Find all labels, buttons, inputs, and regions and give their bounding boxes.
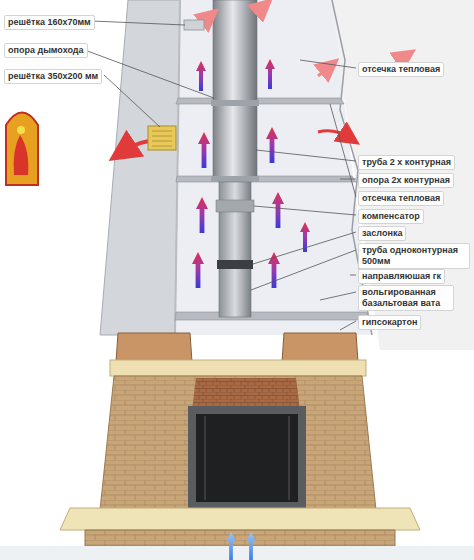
part-label: компенсатор bbox=[358, 209, 424, 224]
fireplace-base-part bbox=[100, 376, 376, 510]
hearth-part bbox=[85, 530, 395, 546]
wooden-beams-part bbox=[282, 333, 358, 362]
leader-lines-part bbox=[104, 75, 160, 127]
outflow-arrows bbox=[122, 6, 406, 152]
decor-icon-part bbox=[14, 135, 29, 175]
heat-cutoff-plates-part bbox=[176, 98, 344, 104]
outflow-arrows-part bbox=[255, 6, 264, 14]
decor-icon-part bbox=[6, 113, 38, 186]
part-label: опора дымохода bbox=[4, 43, 88, 58]
vent-grille bbox=[148, 20, 204, 150]
decor-icon bbox=[6, 113, 38, 186]
heat-flow-arrows-part bbox=[266, 127, 278, 163]
heat-cutoff-plates-part bbox=[176, 176, 356, 182]
chimney-casing-part bbox=[175, 0, 180, 335]
chimney-pipe-part bbox=[211, 176, 259, 182]
chimney-casing-part bbox=[100, 0, 180, 335]
fireplace-base-part bbox=[205, 416, 289, 500]
heat-flow-arrows-part bbox=[192, 252, 204, 288]
wooden-beams bbox=[116, 333, 358, 362]
hearth-part bbox=[0, 546, 474, 560]
air-inflow-arrows-part bbox=[246, 532, 255, 560]
chimney-pipe bbox=[211, 0, 259, 317]
decor-icon-part bbox=[17, 126, 25, 134]
chimney-casing-part bbox=[175, 0, 372, 335]
part-label: отсечка тепловая bbox=[358, 62, 444, 77]
heat-flow-arrows-part bbox=[272, 192, 284, 228]
chimney-pipe-part bbox=[217, 260, 253, 269]
heat-cutoff-plates-part bbox=[175, 312, 370, 320]
leader-lines-part bbox=[256, 150, 356, 161]
leader-lines-part bbox=[253, 232, 356, 264]
heat-flow-arrows-part bbox=[198, 132, 210, 168]
part-label: труба 2 х контурная bbox=[358, 155, 455, 170]
leader-lines bbox=[82, 21, 356, 330]
air-inflow-arrows bbox=[226, 532, 255, 560]
heat-flow-arrows-part bbox=[265, 59, 275, 89]
fireplace-base-part bbox=[188, 406, 306, 508]
fireplace-base-part bbox=[192, 378, 300, 410]
leader-lines-part bbox=[251, 250, 356, 290]
part-label: опора 2х контурная bbox=[358, 173, 454, 188]
leader-lines-part bbox=[350, 275, 356, 276]
part-label: труба одноконтурная 500мм bbox=[358, 243, 470, 269]
part-label: отсечка тепловая bbox=[358, 191, 444, 206]
part-label: направляюшая гк bbox=[358, 269, 445, 284]
wooden-beams-part bbox=[116, 333, 192, 362]
part-label: решётка 160х70мм bbox=[4, 15, 95, 30]
fireplace-base-part bbox=[196, 414, 298, 502]
fireplace-base bbox=[100, 360, 376, 510]
leader-lines-part bbox=[300, 60, 356, 68]
part-label: гипсокартон bbox=[358, 315, 421, 330]
hearth-part bbox=[60, 508, 420, 530]
leader-lines-part bbox=[340, 321, 356, 330]
chimney-casing bbox=[100, 0, 372, 335]
vent-grille-part bbox=[152, 131, 172, 146]
heat-flow-arrows-part bbox=[196, 61, 206, 91]
part-label: заслонка bbox=[358, 226, 406, 241]
outflow-arrows-part bbox=[318, 66, 330, 76]
air-inflow-arrows-part bbox=[226, 532, 235, 560]
vent-grille-part bbox=[184, 20, 204, 30]
part-label: решётка 350х200 мм bbox=[4, 69, 102, 84]
heat-cutoff-plates bbox=[175, 98, 370, 320]
hearth bbox=[0, 508, 474, 560]
chimney-pipe-part bbox=[211, 100, 259, 106]
leader-lines-part bbox=[330, 104, 356, 197]
chimney-pipe-part bbox=[216, 200, 254, 212]
part-label: вольгированная базальтовая вата bbox=[358, 285, 454, 311]
vent-grille-part bbox=[148, 126, 176, 150]
leader-lines-part bbox=[340, 179, 356, 180]
fireplace-base-part bbox=[110, 360, 366, 376]
heat-flow-arrows-part bbox=[196, 197, 208, 233]
leader-lines-part bbox=[320, 292, 356, 300]
leader-lines-part bbox=[254, 206, 356, 215]
leader-lines-part bbox=[92, 21, 185, 25]
chimney-pipe-part bbox=[213, 0, 257, 180]
outflow-arrows-part bbox=[318, 131, 350, 138]
